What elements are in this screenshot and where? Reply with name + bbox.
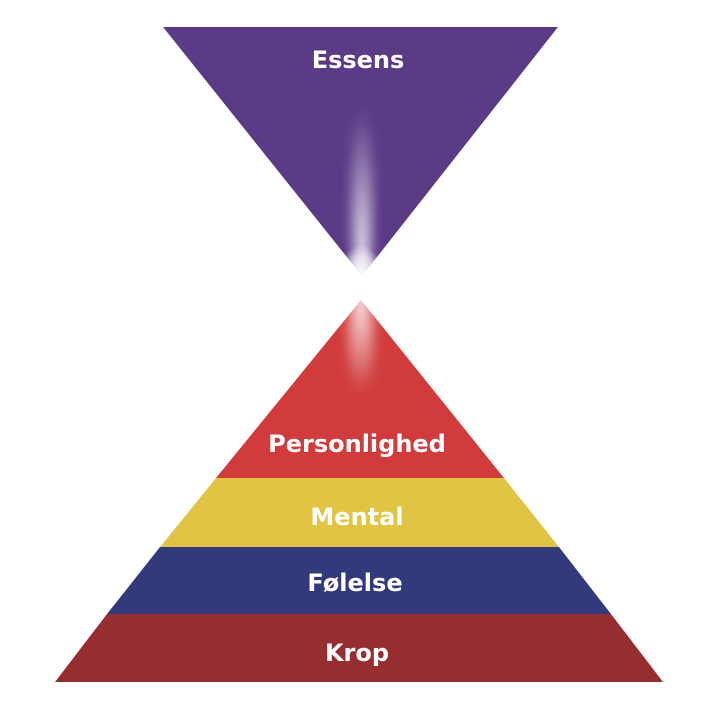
pyramid-layer-folelse	[107, 547, 611, 614]
pyramid-layer-mental	[160, 478, 559, 547]
krop-label: Krop	[325, 639, 389, 667]
center-glow	[339, 245, 383, 305]
pyramid-light-beam	[349, 285, 373, 395]
pyramid-layer-krop	[55, 614, 663, 682]
essens-label: Essens	[312, 46, 405, 74]
essens-triangle: Essens	[163, 27, 558, 285]
personlighed-label: Personlighed	[268, 430, 446, 458]
folelse-label: Følelse	[307, 569, 402, 597]
mental-label: Mental	[310, 503, 403, 531]
essens-light-beam	[352, 105, 372, 285]
pyramid: Personlighed Mental Følelse Krop	[55, 285, 663, 682]
